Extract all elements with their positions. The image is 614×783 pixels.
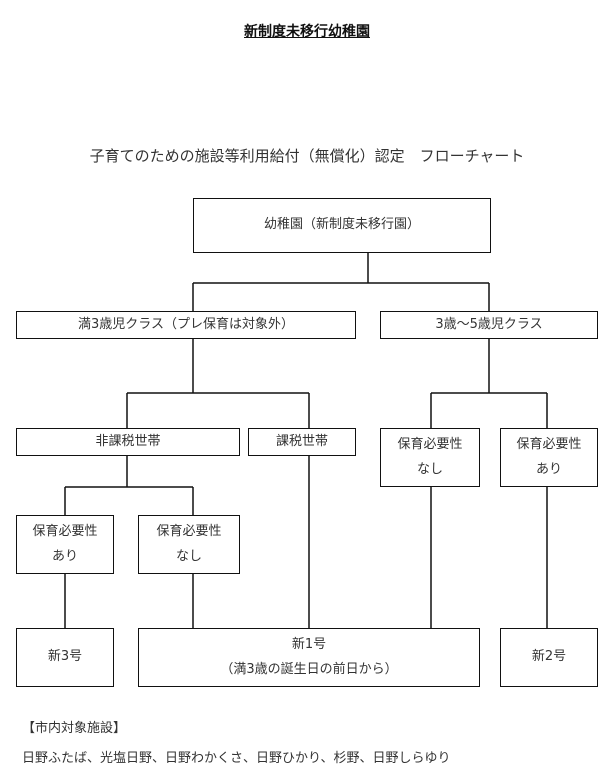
node-age35-class-label: 3歳～5歳児クラス <box>435 316 543 332</box>
node-necessity-yes-a-line1: 保育必要性 <box>32 523 98 539</box>
node-kindergarten: 幼稚園（新制度未移行園） <box>193 198 491 253</box>
node-necessity-yes-b: 保育必要性 あり <box>500 428 598 487</box>
node-non-taxed-household-label: 非課税世帯 <box>95 433 161 449</box>
node-result-new1: 新1号 （満3歳の誕生日の前日から） <box>138 628 480 687</box>
node-result-new2: 新2号 <box>500 628 598 687</box>
node-necessity-none-b: 保育必要性 なし <box>380 428 480 487</box>
facilities-heading: 【市内対象施設】 <box>22 721 127 736</box>
flowchart-title: 子育てのための施設等利用給付（無償化）認定 フローチャート <box>89 147 525 165</box>
node-necessity-none-b-line1: 保育必要性 <box>397 436 463 452</box>
node-necessity-none-b-line2: なし <box>416 461 443 477</box>
page-title: 新制度未移行幼稚園 <box>244 24 370 40</box>
node-age3-class-label: 満3歳児クラス（プレ保育は対象外） <box>77 316 294 332</box>
node-necessity-yes-a-line2: あり <box>51 548 78 564</box>
node-non-taxed-household: 非課税世帯 <box>16 428 240 456</box>
node-result-new3-label: 新3号 <box>47 649 83 665</box>
node-result-new1-line2: （満3歳の誕生日の前日から） <box>220 661 398 677</box>
node-necessity-none-a-line1: 保育必要性 <box>156 523 222 539</box>
node-necessity-yes-b-line2: あり <box>535 461 562 477</box>
node-taxed-household-label: 課税世帯 <box>275 433 328 449</box>
node-age35-class: 3歳～5歳児クラス <box>380 311 598 339</box>
node-necessity-none-a-line2: なし <box>175 548 202 564</box>
node-necessity-none-a: 保育必要性 なし <box>138 515 240 574</box>
node-age3-class: 満3歳児クラス（プレ保育は対象外） <box>16 311 356 339</box>
node-result-new1-line1: 新1号 <box>291 636 327 652</box>
facilities-list: 日野ふたば、光塩日野、日野わかくさ、日野ひかり、杉野、日野しらゆり <box>22 751 451 766</box>
node-necessity-yes-b-line1: 保育必要性 <box>516 436 582 452</box>
node-taxed-household: 課税世帯 <box>248 428 356 456</box>
node-result-new2-label: 新2号 <box>531 649 567 665</box>
node-result-new3: 新3号 <box>16 628 114 687</box>
node-kindergarten-label: 幼稚園（新制度未移行園） <box>263 217 420 233</box>
node-necessity-yes-a: 保育必要性 あり <box>16 515 114 574</box>
